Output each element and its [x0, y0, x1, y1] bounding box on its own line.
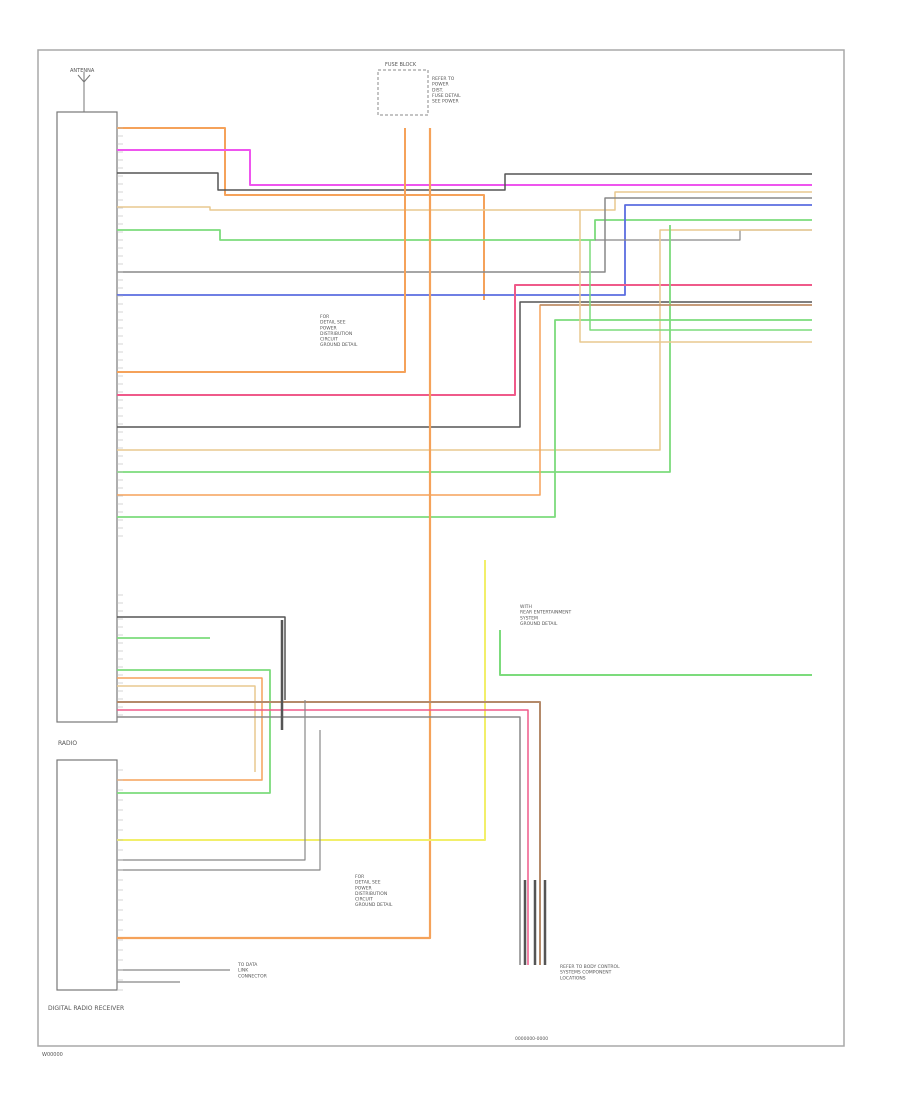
wire-darkgray-1 — [117, 172, 812, 191]
wire-darkgray-3 — [117, 616, 286, 700]
wires-group — [117, 127, 812, 983]
radio-box — [56, 111, 118, 723]
amp-box — [56, 759, 118, 991]
wire-orange-1 — [117, 127, 485, 300]
wire-brown-1 — [117, 701, 541, 965]
wire-green-1 — [117, 219, 812, 241]
wire-tan-r3 — [579, 210, 812, 343]
wire-tan-4 — [117, 685, 256, 772]
antenna-label: ANTENNA — [70, 68, 95, 74]
wire-gray-3 — [117, 716, 521, 965]
wire-orange-2 — [117, 128, 406, 373]
wire-orange-trunk — [117, 128, 432, 940]
wire-magenta-1 — [117, 149, 812, 186]
wire-yellow-trunk — [117, 560, 486, 841]
fuse-box — [377, 69, 429, 116]
fuse-box-label: FUSE BLOCK — [385, 62, 417, 68]
wire-orange-3 — [117, 304, 812, 496]
wire-darkgray-2 — [117, 301, 812, 428]
radio-label: RADIO — [58, 740, 77, 747]
wire-tan-1 — [117, 191, 812, 211]
page-code: 0000000-0000 — [515, 1036, 548, 1042]
wire-gray-5 — [117, 730, 321, 871]
pin-marks-group — [117, 127, 123, 991]
footer-code: W00000 — [42, 1052, 63, 1058]
wire-green-r2 — [589, 240, 812, 331]
wire-green-5 — [117, 669, 271, 794]
wire-tan-2 — [117, 229, 812, 451]
wire-gray-4 — [117, 700, 306, 861]
wire-green-3 — [117, 319, 812, 518]
wire-gray-ref — [595, 229, 812, 241]
wire-green-right — [499, 630, 812, 676]
antenna-icon — [77, 72, 91, 112]
diagram-frame — [37, 49, 845, 1047]
wire-pink-1 — [117, 284, 812, 396]
wire-blue-1 — [117, 204, 812, 296]
amp-label: DIGITAL RADIO RECEIVER — [48, 1005, 124, 1012]
wire-gray-2 — [117, 197, 812, 273]
wire-green-2 — [117, 225, 671, 473]
wire-orange-4 — [117, 677, 263, 781]
wire-pink-2 — [117, 709, 529, 965]
